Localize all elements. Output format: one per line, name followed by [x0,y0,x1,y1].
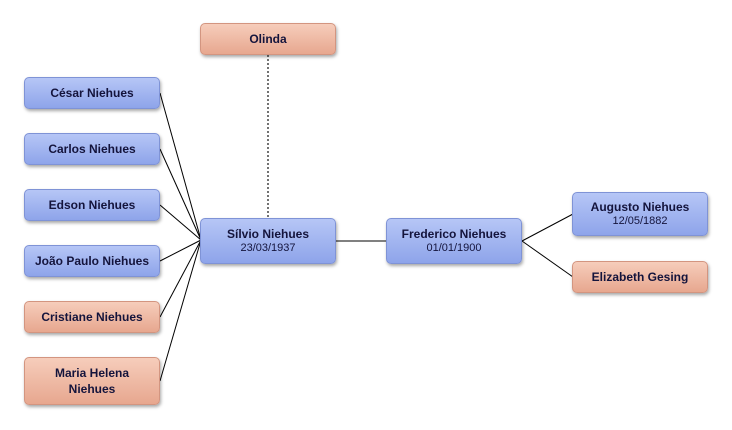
person-name: Olinda [249,32,287,46]
person-node-augusto[interactable]: Augusto Niehues 12/05/1882 [572,192,708,236]
person-name: Frederico Niehues [401,227,507,241]
edge-maria-helena-silvio [159,239,202,382]
person-node-olinda[interactable]: Olinda [200,23,336,55]
person-node-frederico[interactable]: Frederico Niehues 01/01/1900 [386,218,522,264]
person-name: César Niehues [50,86,134,100]
person-name: Augusto Niehues [590,200,690,214]
person-name: Maria Helena Niehues [54,366,130,396]
person-node-elizabeth[interactable]: Elizabeth Gesing [572,261,708,293]
person-name: Carlos Niehues [48,142,136,156]
person-node-joao-paulo[interactable]: João Paulo Niehues [24,245,160,277]
person-name: Elizabeth Gesing [591,270,689,284]
person-node-cesar[interactable]: César Niehues [24,77,160,109]
person-birth-date: 01/01/1900 [426,242,482,254]
person-node-edson[interactable]: Edson Niehues [24,189,160,221]
edge-joao-paulo-silvio [159,239,202,262]
person-birth-date: 23/03/1937 [240,242,296,254]
edge-cristiane-silvio [159,239,202,318]
person-birth-date: 12/05/1882 [612,215,668,227]
edge-edson-silvio [159,204,202,241]
edge-frederico-augusto [521,213,574,242]
edge-carlos-silvio [159,148,202,241]
person-node-carlos[interactable]: Carlos Niehues [24,133,160,165]
person-node-cristiane[interactable]: Cristiane Niehues [24,301,160,333]
person-name: João Paulo Niehues [34,254,150,268]
person-node-silvio[interactable]: Sílvio Niehues 23/03/1937 [200,218,336,264]
edge-frederico-elizabeth [521,240,574,278]
person-name: Cristiane Niehues [41,310,143,324]
person-name: Sílvio Niehues [226,227,310,241]
edge-cesar-silvio [159,92,202,241]
person-node-maria-helena[interactable]: Maria Helena Niehues [24,357,160,405]
person-name: Edson Niehues [48,198,136,212]
